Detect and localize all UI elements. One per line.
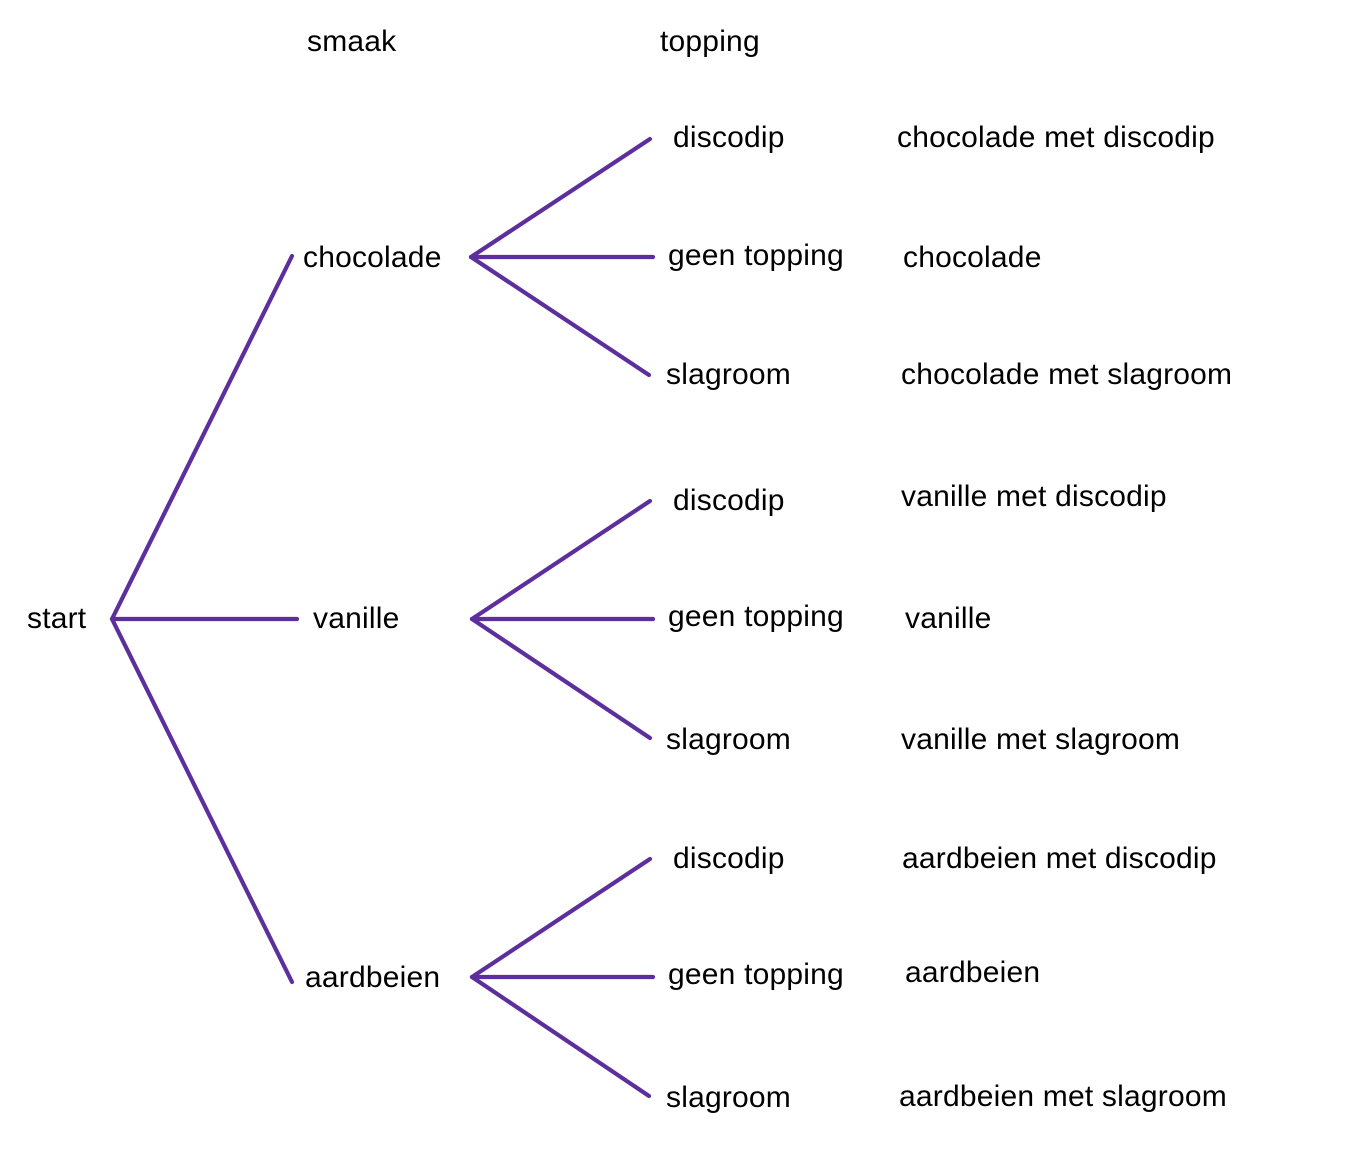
- branch-vanille-slagroom: [469, 616, 653, 741]
- node-flavor-chocolade: chocolade: [303, 241, 442, 274]
- branch-chocolade-slagroom: [468, 254, 652, 378]
- node-topping-chocolade-slagroom: slagroom: [666, 358, 791, 391]
- branch-aardbeien-discodip: [469, 856, 653, 980]
- column-header-smaak: smaak: [307, 25, 397, 58]
- outcome-vanille-met-discodip: vanille met discodip: [901, 480, 1167, 513]
- outcome-aardbeien-met-slagroom: aardbeien met slagroom: [899, 1080, 1227, 1113]
- node-topping-aardbeien-geen-topping: geen topping: [668, 958, 844, 991]
- node-topping-aardbeien-slagroom: slagroom: [666, 1081, 791, 1114]
- node-topping-vanille-geen-topping: geen topping: [668, 600, 844, 633]
- outcome-chocolade-met-slagroom: chocolade met slagroom: [901, 358, 1233, 391]
- outcome-aardbeien-met-discodip: aardbeien met discodip: [902, 842, 1217, 875]
- branch-vanille-discodip: [469, 498, 653, 622]
- branch-start-chocolade: [109, 253, 295, 622]
- node-flavor-aardbeien: aardbeien: [305, 961, 441, 994]
- node-topping-vanille-slagroom: slagroom: [666, 723, 791, 756]
- branch-start-aardbeien: [109, 616, 295, 985]
- node-topping-vanille-discodip: discodip: [673, 484, 785, 517]
- node-topping-chocolade-geen-topping: geen topping: [668, 239, 844, 272]
- outcome-vanille: vanille: [905, 602, 992, 635]
- branch-aardbeien-slagroom: [469, 974, 652, 1099]
- column-header-topping: topping: [660, 25, 760, 58]
- outcome-chocolade-met-discodip: chocolade met discodip: [897, 121, 1215, 154]
- outcome-aardbeien: aardbeien: [905, 956, 1041, 989]
- outcome-chocolade: chocolade: [903, 241, 1042, 274]
- node-topping-chocolade-discodip: discodip: [673, 121, 785, 154]
- node-flavor-vanille: vanille: [313, 602, 400, 635]
- node-topping-aardbeien-discodip: discodip: [673, 842, 785, 875]
- node-start: start: [27, 602, 87, 635]
- branch-chocolade-discodip: [468, 136, 653, 260]
- outcome-vanille-met-slagroom: vanille met slagroom: [901, 723, 1181, 756]
